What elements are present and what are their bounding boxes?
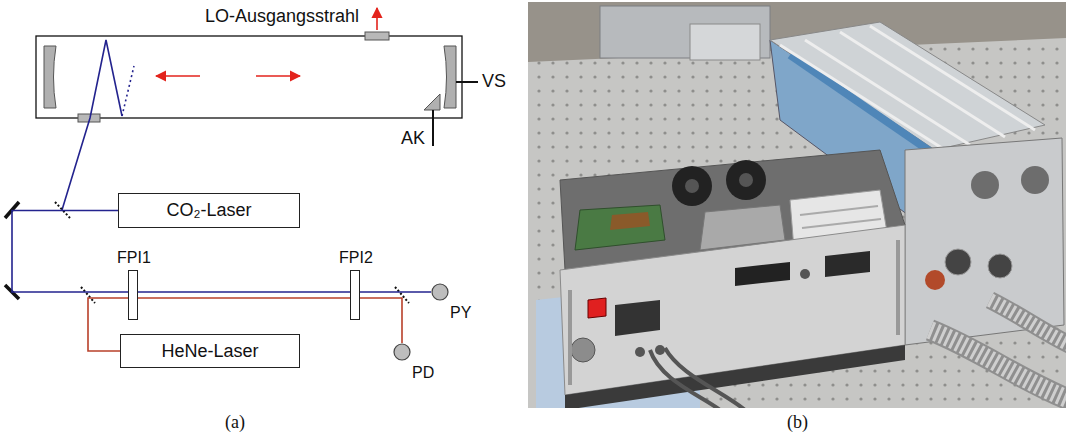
coupling-prism (424, 94, 440, 110)
end-plate (905, 138, 1064, 345)
laser-box: CO₂-Laser (118, 193, 300, 228)
plate-hole (1021, 166, 1049, 194)
direction-arrow (156, 75, 200, 77)
plate-hole (971, 171, 999, 199)
connector (655, 345, 665, 355)
detector-circle: PD (393, 343, 411, 361)
box-label: CO₂-Laser (166, 200, 251, 221)
fan (672, 166, 712, 206)
output-beam-label: LO-Ausgangsstrahl (205, 6, 359, 27)
invar-rod (840, 32, 1005, 137)
detector-outline (393, 343, 411, 361)
pump-beam (62, 40, 122, 210)
beam-path (12, 211, 128, 293)
direction-arrow (256, 75, 300, 77)
output-arrow (376, 8, 378, 30)
vs-lead (456, 81, 478, 83)
handle (896, 240, 900, 335)
fan (726, 160, 766, 200)
laser-cavity (36, 36, 462, 118)
hose (990, 300, 1066, 345)
component-label: PY (450, 304, 471, 322)
vent (800, 206, 878, 215)
circuit-board (575, 205, 665, 250)
connector (945, 249, 971, 275)
beam-path (360, 298, 402, 343)
detector-outline (431, 283, 449, 301)
invar-rod (870, 26, 1035, 130)
pump-beam-continued (122, 66, 134, 116)
background-equipment (690, 24, 760, 60)
connector (988, 254, 1012, 278)
interferometer-plate: FPI2 (350, 270, 360, 320)
fan-hub (685, 179, 699, 193)
front-panel (560, 225, 905, 395)
knob (800, 269, 810, 279)
interferometer-plate: FPI1 (128, 270, 138, 320)
display (735, 262, 790, 286)
component-label: PD (412, 364, 434, 382)
detector-symbol (432, 284, 448, 300)
component-label: FPI2 (339, 249, 373, 267)
invar-rod (780, 45, 945, 150)
vent (802, 219, 881, 228)
detector-circle: PY (431, 283, 449, 301)
panel-label: (a) (225, 412, 245, 433)
signal-name: VS (482, 71, 506, 92)
connector (925, 270, 945, 290)
device-base (565, 345, 905, 408)
laser-housing-top (770, 22, 1045, 150)
box-label: HeNe-Laser (161, 341, 258, 362)
circuit-board (610, 212, 650, 230)
connector (571, 338, 595, 362)
signal-name: AK (401, 128, 425, 149)
beam-path (138, 291, 350, 293)
component-label: FPI1 (117, 249, 151, 267)
detector-symbol (394, 344, 410, 360)
display (825, 251, 870, 277)
socket-panel (615, 300, 660, 336)
power-switch (588, 298, 606, 318)
beam-path (360, 291, 431, 293)
ak-lead (432, 110, 434, 146)
hose-ribs (990, 300, 1066, 345)
laser-box: HeNe-Laser (120, 334, 300, 368)
connector (635, 347, 645, 357)
output-window (365, 32, 389, 40)
photo-content (528, 2, 1066, 408)
panel-label: (b) (787, 412, 808, 433)
fan-hub (739, 173, 753, 187)
cable (650, 350, 720, 408)
cavity-mirror (44, 46, 56, 108)
handle (568, 290, 572, 385)
invar-rod (805, 40, 970, 145)
cable (665, 348, 745, 408)
beam-path (138, 297, 350, 299)
cavity-mirror (444, 46, 456, 108)
